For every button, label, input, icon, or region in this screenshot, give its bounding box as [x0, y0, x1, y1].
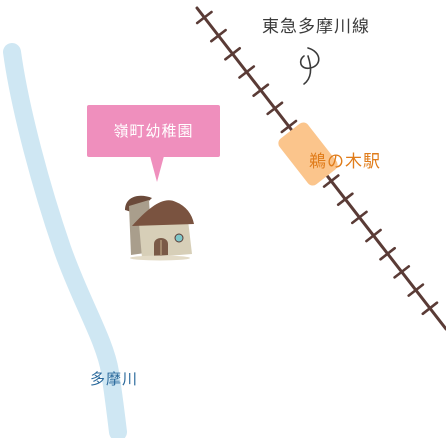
kindergarten-bubble: 嶺町幼稚園 [87, 105, 220, 157]
railway-tie [350, 210, 368, 225]
railway-tie [210, 28, 227, 43]
railway-tie [252, 83, 270, 97]
kindergarten-name: 嶺町幼稚園 [113, 122, 194, 140]
railway-tie [195, 10, 213, 25]
railway-tie [336, 192, 354, 206]
railway-tie [322, 174, 340, 188]
railway-tie [365, 228, 382, 243]
station-name: 鵜の木駅 [309, 152, 381, 172]
station-marker [278, 122, 338, 186]
railway-tie [280, 119, 298, 134]
railway-tie [407, 283, 425, 297]
river-name: 多摩川 [90, 370, 139, 388]
railway-tie [238, 65, 256, 79]
railway-tie [421, 301, 439, 316]
leader-line-icon [299, 47, 320, 85]
bubble-tail [150, 156, 164, 182]
railway-tie [266, 101, 284, 116]
house-icon [125, 195, 194, 261]
railway-tie [224, 46, 241, 61]
railway-tie [393, 265, 411, 279]
railway-name: 東急多摩川線 [262, 17, 370, 37]
tama-river [3, 43, 127, 438]
railway-tie [379, 246, 397, 261]
